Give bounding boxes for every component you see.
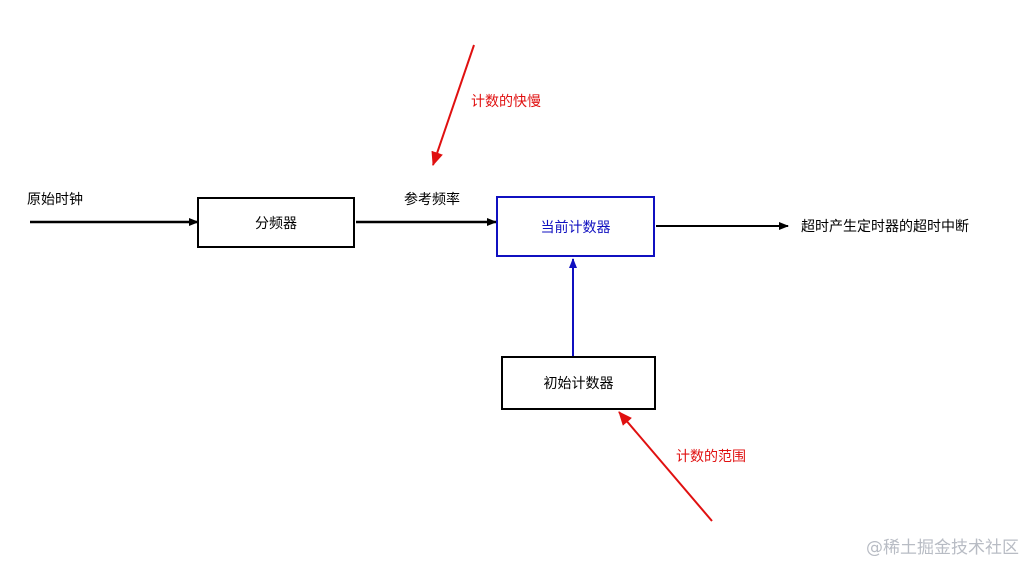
arrow-range-note xyxy=(618,411,713,522)
source-clock-label: 原始时钟 xyxy=(27,192,83,208)
current-counter-label: 当前计数器 xyxy=(540,219,611,236)
divider-label: 分频器 xyxy=(255,215,297,232)
watermark: @稀土掘金技术社区 xyxy=(866,538,1019,558)
range-note-label: 计数的范围 xyxy=(676,449,746,465)
divider-box: 分频器 xyxy=(197,197,355,248)
initial-counter-box: 初始计数器 xyxy=(501,356,656,410)
current-counter-box: 当前计数器 xyxy=(496,196,655,257)
timeout-output-label: 超时产生定时器的超时中断 xyxy=(801,219,969,235)
arrow-speed-note xyxy=(431,44,475,166)
reference-freq-label: 参考频率 xyxy=(404,192,460,208)
speed-note-label: 计数的快慢 xyxy=(471,94,541,110)
initial-counter-label: 初始计数器 xyxy=(543,376,614,392)
